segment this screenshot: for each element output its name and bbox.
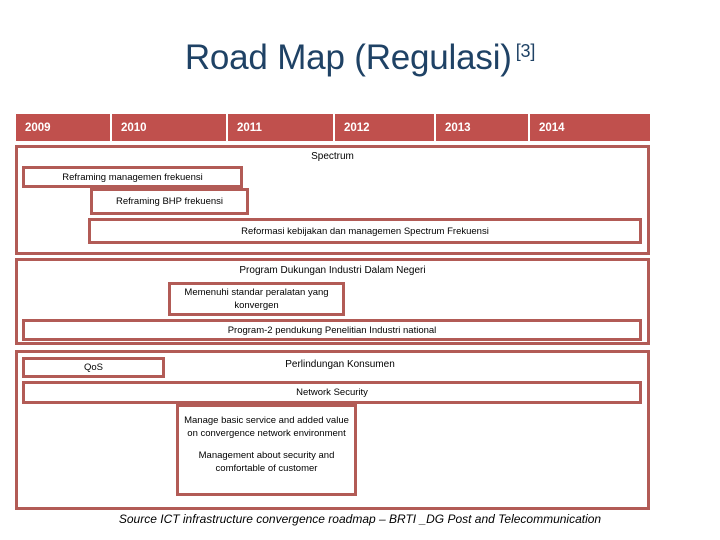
block-program-dukungan-heading: Program Dukungan Industri Dalam Negeri xyxy=(239,265,426,276)
item-label: Memenuhi standar peralatan yang konverge… xyxy=(184,287,329,311)
item-reframing-bhp-frekuensi: Reframing BHP frekuensi xyxy=(90,188,249,215)
year-cell-2013: 2013 xyxy=(434,114,528,141)
item-label: Reframing managemen frekuensi xyxy=(62,171,203,183)
year-label: 2014 xyxy=(539,121,565,134)
item-label: QoS xyxy=(83,362,103,373)
item-program-2-pendukung: Program-2 pendukung Penelitian Industri … xyxy=(22,319,642,341)
item-qos: QoS xyxy=(22,357,165,378)
item-manage-basic-service: Manage basic service and added value on … xyxy=(184,415,349,439)
year-cell-2012: 2012 xyxy=(333,114,434,141)
year-cell-2011: 2011 xyxy=(226,114,333,141)
year-label: 2012 xyxy=(344,121,370,134)
year-cell-2009: 2009 xyxy=(16,114,110,141)
item-label: Network Security xyxy=(296,387,368,398)
item-reformasi-kebijakan: Reformasi kebijakan dan managemen Spectr… xyxy=(88,218,642,244)
year-label: 2009 xyxy=(25,121,51,134)
page-title-text: Road Map (Regulasi) xyxy=(184,38,512,77)
item-management-about-security: Management about security and comfortabl… xyxy=(198,450,335,474)
item-reframing-managemen-frekuensi: Reframing managemen frekuensi xyxy=(22,166,243,188)
year-cell-2014: 2014 xyxy=(528,114,650,141)
item-manage-basic-service-group: Manage basic service and added value on … xyxy=(176,404,357,496)
timeline-year-band: 2009 2010 2011 2012 2013 2014 xyxy=(16,114,650,141)
source-caption: Source ICT infrastructure convergence ro… xyxy=(118,512,602,526)
item-label: Reformasi kebijakan dan managemen Spectr… xyxy=(241,225,489,237)
page-title-superscript: [3] xyxy=(515,41,536,61)
block-perlindungan-konsumen-heading: Perlindungan Konsumen xyxy=(285,359,395,370)
item-label: Reframing BHP frekuensi xyxy=(115,196,223,207)
item-network-security: Network Security xyxy=(22,381,642,404)
year-label: 2011 xyxy=(237,121,262,134)
year-label: 2013 xyxy=(445,121,471,134)
block-spectrum-heading: Spectrum xyxy=(311,151,354,162)
year-label: 2010 xyxy=(121,121,147,134)
item-label: Program-2 pendukung Penelitian Industri … xyxy=(227,324,437,336)
page-title: Road Map (Regulasi)[3] xyxy=(0,38,720,78)
item-memenuhi-standar: Memenuhi standar peralatan yang konverge… xyxy=(168,282,345,316)
year-cell-2010: 2010 xyxy=(110,114,226,141)
